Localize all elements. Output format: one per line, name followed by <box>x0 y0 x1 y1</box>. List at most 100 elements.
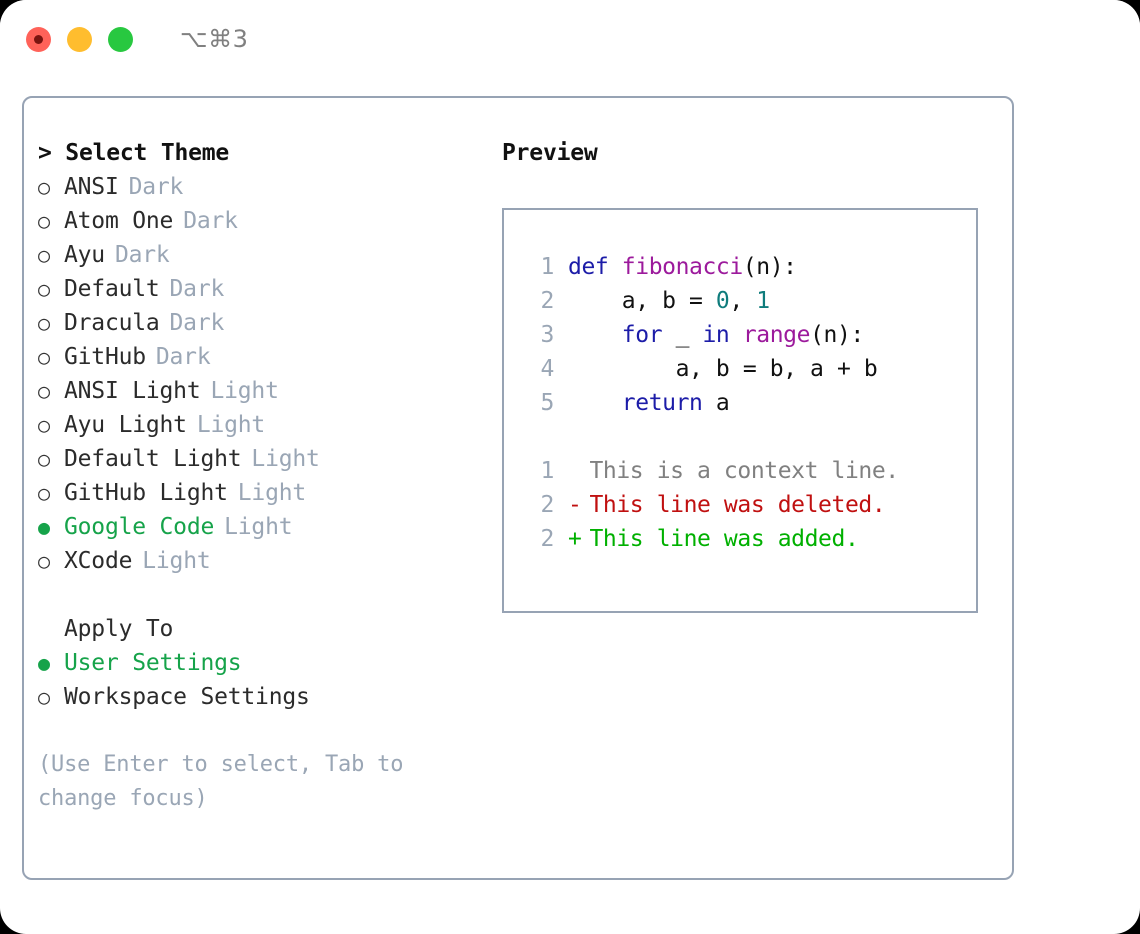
code-line: 3 for _ in range(n): <box>522 318 976 352</box>
theme-option-label: Ayu Light <box>64 412 187 438</box>
code-line-content: for _ in range(n): <box>568 318 864 352</box>
window-titlebar: ⌥⌘3 <box>0 0 1140 78</box>
theme-variant-tag: Dark <box>128 174 184 200</box>
theme-variant-tag: Dark <box>155 344 211 370</box>
select-theme-header: > Select Theme <box>38 140 230 166</box>
radio-unselected-icon: ○ <box>38 175 50 199</box>
theme-variant-tag: Dark <box>169 310 225 336</box>
code-token: _ <box>662 322 703 348</box>
theme-option-label: Google Code <box>64 514 215 540</box>
radio-unselected-icon: ○ <box>38 311 50 335</box>
radio-unselected-icon: ○ <box>38 481 50 505</box>
radio-unselected-icon: ○ <box>38 379 50 403</box>
maximize-button[interactable] <box>108 26 133 52</box>
code-token: def <box>568 254 622 280</box>
theme-variant-tag: Dark <box>114 242 170 268</box>
code-token: a, b = b, a + b <box>568 356 878 382</box>
code-line-content: return a <box>568 386 730 420</box>
theme-option-label: Default <box>64 276 160 302</box>
apply-to-option-workspace-settings[interactable]: ○Workspace Settings <box>38 680 478 714</box>
diff-sign: - <box>568 492 582 518</box>
close-button[interactable] <box>26 26 51 52</box>
radio-unselected-icon: ○ <box>38 209 50 233</box>
theme-variant-tag: Dark <box>183 208 238 234</box>
code-line-number: 4 <box>540 356 555 382</box>
diff-line-number: 1 <box>540 458 555 484</box>
theme-option-label: GitHub <box>64 344 146 370</box>
radio-selected-icon: ● <box>38 515 50 539</box>
code-line-content: def fibonacci(n): <box>568 250 797 284</box>
apply-to-list[interactable]: ● User Settings ○Workspace Settings <box>38 646 478 714</box>
code-line: 5 return a <box>522 386 976 420</box>
code-token: range <box>742 322 811 348</box>
theme-variant-tag: Light <box>224 514 293 540</box>
code-token: (n): <box>742 254 797 280</box>
diff-sign: + <box>568 526 582 552</box>
apply-to-option-label: User Settings <box>64 650 242 676</box>
code-line: 2 a, b = 0, 1 <box>522 284 976 318</box>
diff-line: 2+This line was added. <box>522 522 976 556</box>
code-token <box>568 390 622 416</box>
theme-option-dracula[interactable]: ○ Dracula Dark <box>38 306 478 340</box>
radio-unselected-icon: ○ <box>38 413 50 437</box>
theme-variant-tag: Light <box>251 446 320 472</box>
apply-to-header: Apply To <box>64 616 174 642</box>
diff-text: This line was added. <box>589 526 859 552</box>
diff-text: This line was deleted. <box>589 492 886 518</box>
theme-option-label: Dracula <box>64 310 160 336</box>
theme-option-label: ANSI <box>64 174 119 200</box>
minimize-button[interactable] <box>67 26 92 52</box>
list-spacer <box>38 578 478 612</box>
radio-unselected-icon: ○ <box>38 685 50 709</box>
theme-option-label: Default Light <box>64 446 242 472</box>
code-token: fibonacci <box>621 254 743 280</box>
keyboard-shortcut-label: ⌥⌘3 <box>180 25 249 53</box>
radio-unselected-icon: ○ <box>38 549 50 573</box>
diff-line: 1 This is a context line. <box>522 454 976 488</box>
code-token <box>568 322 622 348</box>
theme-option-label: Atom One <box>64 208 174 234</box>
diff-line-number: 2 <box>540 492 555 518</box>
radio-unselected-icon: ○ <box>38 277 50 301</box>
code-token: in <box>702 322 730 348</box>
code-token: , <box>729 288 757 314</box>
theme-variant-tag: Light <box>237 480 307 506</box>
theme-variant-tag: Light <box>142 548 211 574</box>
theme-option-github-light[interactable]: ○ GitHub Light Light <box>38 476 478 510</box>
code-token: for <box>621 322 663 348</box>
radio-unselected-icon: ○ <box>38 447 50 471</box>
code-line-number: 2 <box>540 288 555 314</box>
theme-option-atom-one[interactable]: ○ Atom One Dark <box>38 204 478 238</box>
theme-option-ansi[interactable]: ○ ANSI Dark <box>38 170 478 204</box>
diff-text: This is a context line. <box>589 458 899 484</box>
code-line-content: a, b = 0, 1 <box>568 284 770 318</box>
theme-option-default-light[interactable]: ○ Default Light Light <box>38 442 478 476</box>
preview-header: Preview <box>502 140 598 166</box>
keyboard-hint-text: (Use Enter to select, Tab to change focu… <box>38 752 404 811</box>
theme-option-label: GitHub Light <box>64 480 228 506</box>
radio-selected-icon: ● <box>38 651 50 675</box>
code-token: a, b = <box>568 288 716 314</box>
theme-option-google-code[interactable]: ● Google Code Light <box>38 510 478 544</box>
apply-to-option-user-settings[interactable]: ● User Settings <box>38 646 478 680</box>
code-line: 4 a, b = b, a + b <box>522 352 976 386</box>
code-diff-spacer <box>522 420 976 454</box>
theme-option-label: Ayu <box>64 242 105 268</box>
code-token: (n): <box>810 322 864 348</box>
theme-option-label: ANSI Light <box>64 378 201 404</box>
code-line-number: 3 <box>540 322 555 348</box>
